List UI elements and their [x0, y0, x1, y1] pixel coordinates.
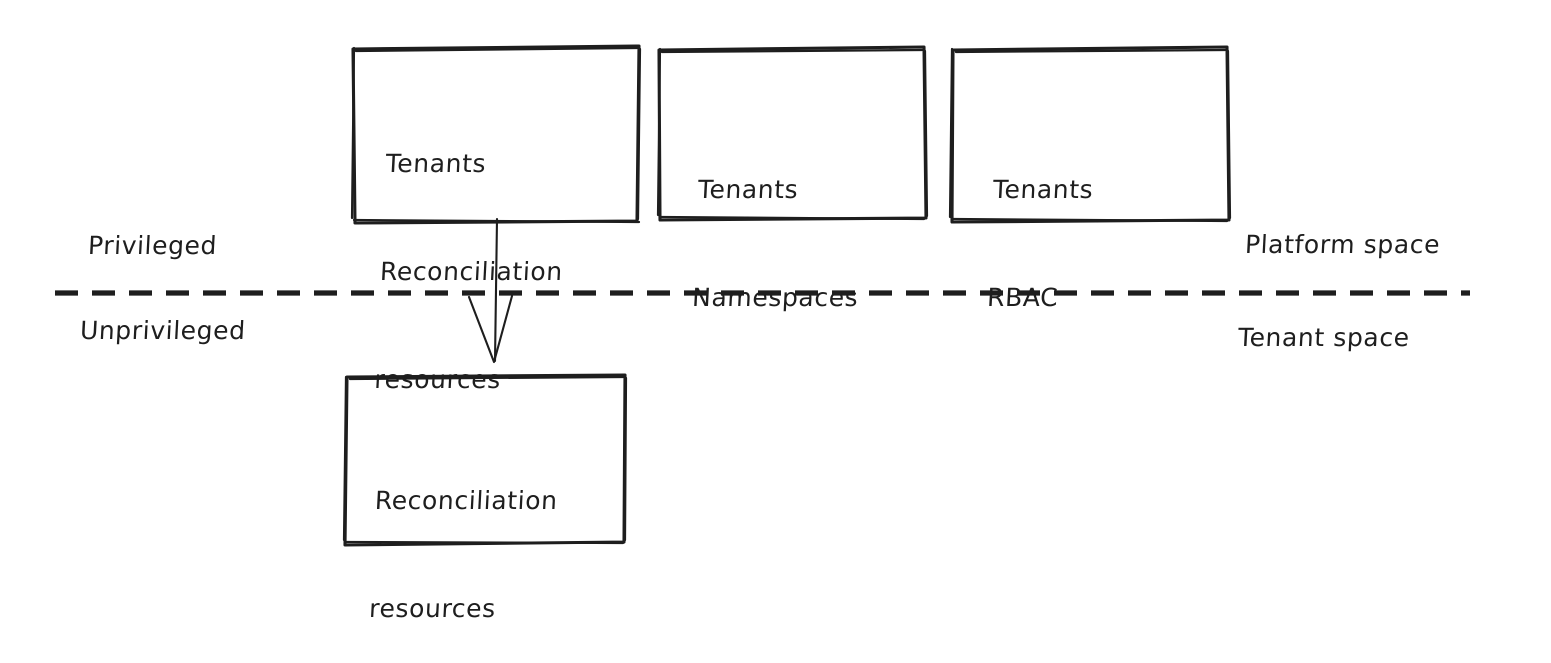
label-unprivileged: Unprivileged	[79, 316, 247, 345]
box-tenants-namespaces[interactable]	[656, 45, 929, 222]
box-line-3: resources	[373, 365, 502, 394]
box-label-reconciliation-resources: Reconciliation resources	[366, 411, 562, 663]
arrow-head	[467, 294, 514, 364]
box-tenants-rbac[interactable]	[948, 45, 1232, 224]
box-line-1: Reconciliation	[374, 486, 559, 515]
box-line-2: Namespaces	[691, 283, 860, 312]
box-label-tenants-rbac: Tenants RBAC	[984, 100, 1098, 352]
box-outline-stroke-b	[948, 47, 1232, 223]
box-line-1: Tenants	[384, 149, 487, 178]
box-outline-stroke-b	[342, 375, 628, 545]
arrow-shaft	[493, 217, 499, 363]
box-outline-stroke-b	[656, 47, 929, 221]
box-reconciliation-resources[interactable]	[342, 373, 628, 547]
box-label-tenants-reconciliation-resources: Tenants Reconciliation resources	[372, 74, 574, 434]
box-label-tenants-namespaces: Tenants Namespaces	[689, 100, 868, 352]
label-tenant-space: Tenant space	[1237, 323, 1411, 352]
box-outline-stroke-b	[350, 46, 642, 224]
box-tenants-reconciliation-resources[interactable]	[350, 44, 642, 225]
box-line-2: Reconciliation	[379, 257, 564, 286]
diagram-canvas	[55, 44, 1470, 547]
arrow-tenants-reconciliation-to-reconciliation	[467, 217, 514, 364]
box-line-2: RBAC	[986, 283, 1060, 312]
box-outline-stroke-a	[950, 45, 1231, 224]
box-line-1: Tenants	[992, 175, 1095, 204]
box-line-2: resources	[368, 594, 497, 623]
box-line-1: Tenants	[697, 175, 800, 204]
label-platform-space: Platform space	[1244, 230, 1441, 259]
label-privileged: Privileged	[87, 231, 218, 260]
